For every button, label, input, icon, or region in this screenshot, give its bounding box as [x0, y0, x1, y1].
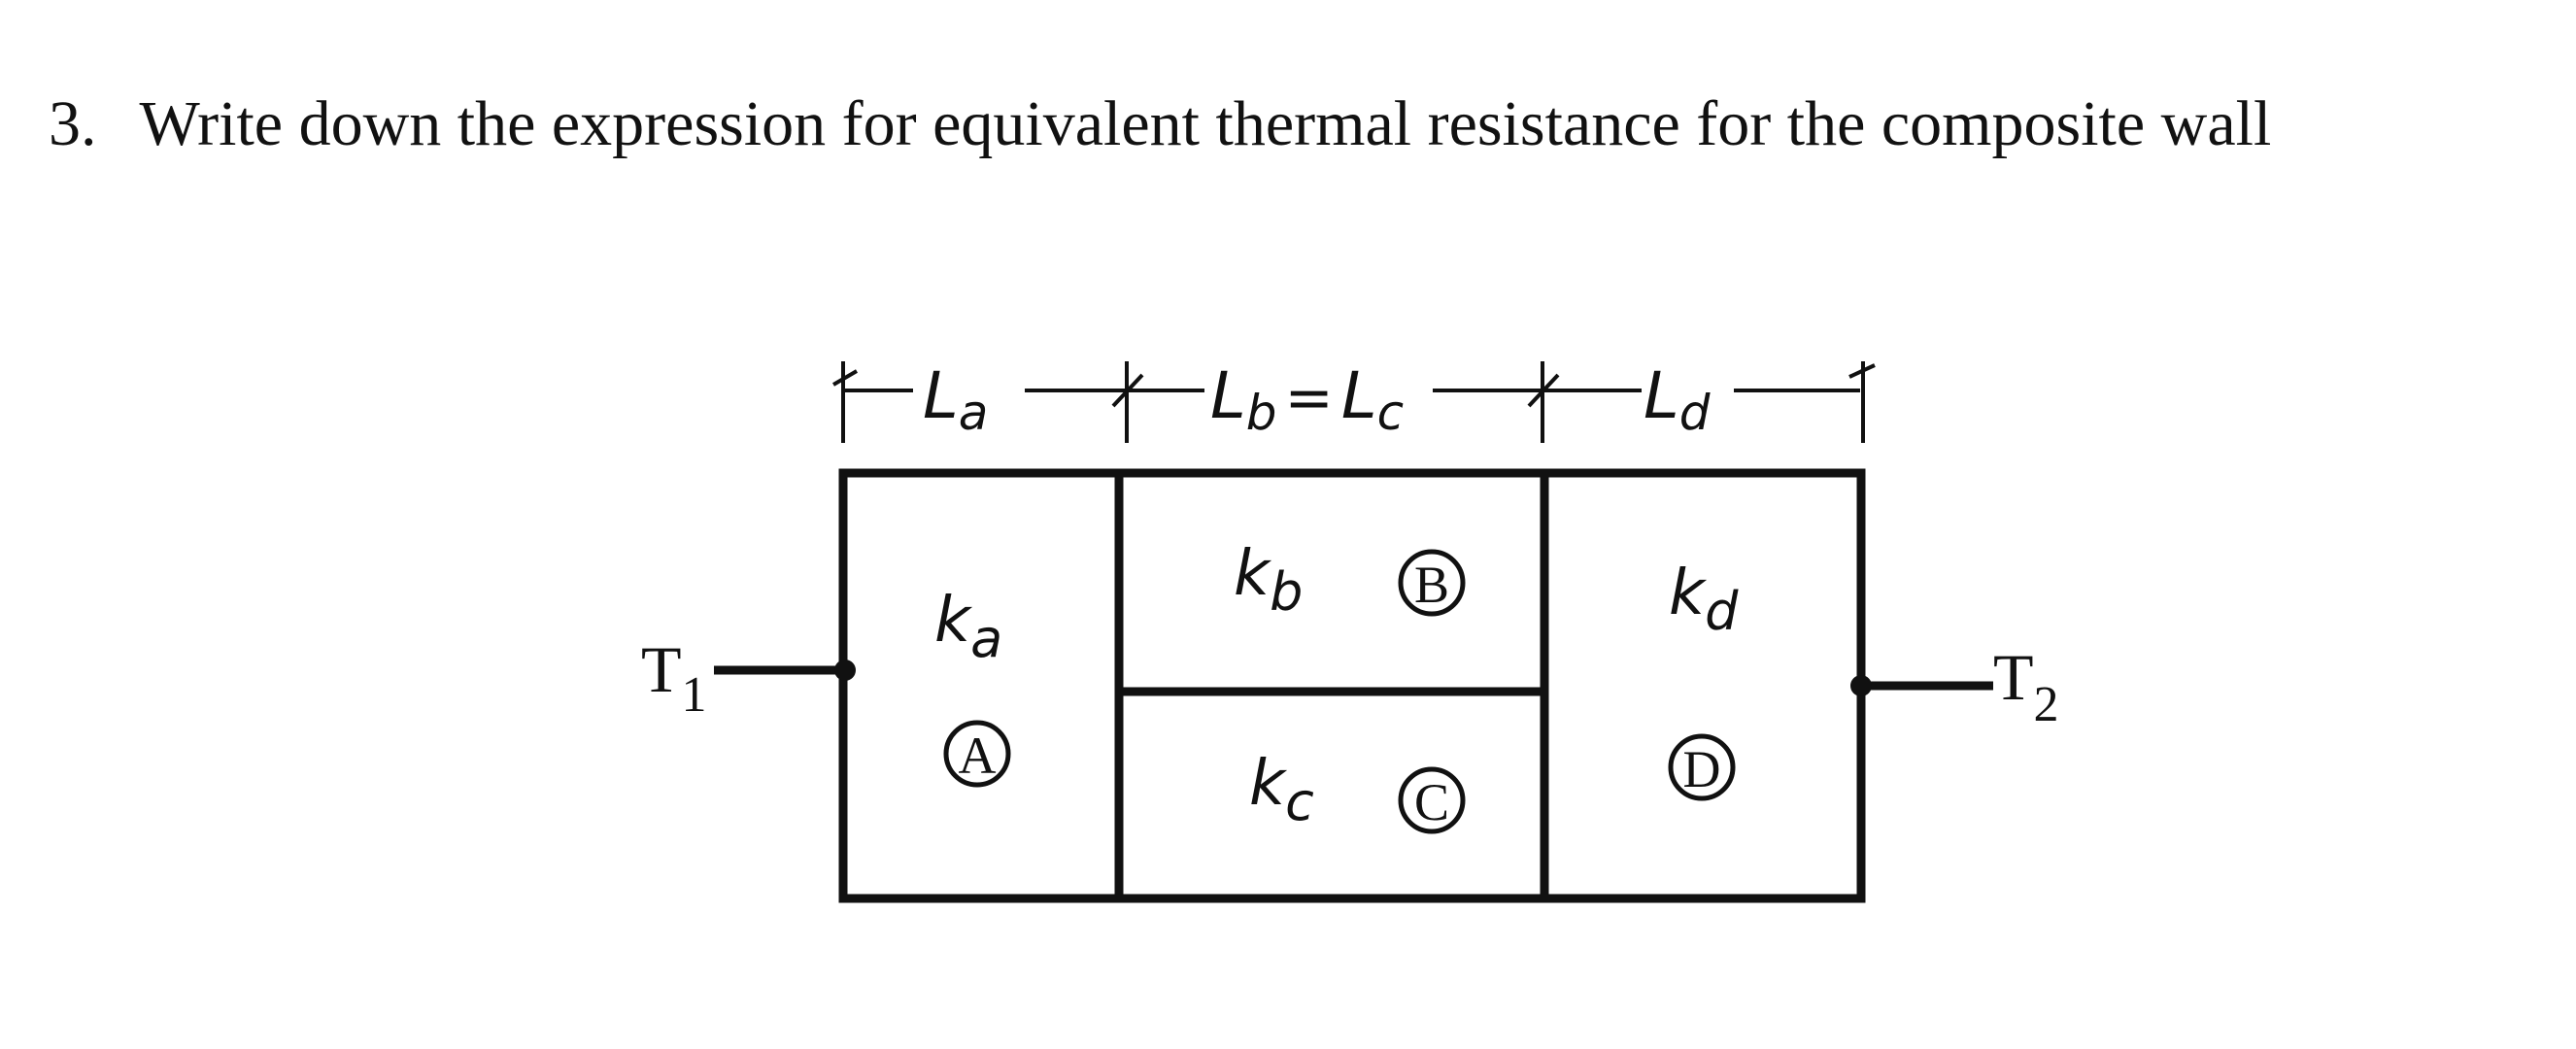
question-text: Write down the expression for equivalent… [139, 88, 2272, 159]
layer-tag-circle-D [1668, 733, 1736, 801]
question-line: 3. Write down the expression for equivale… [49, 85, 2271, 163]
dimension-tick-left [831, 361, 859, 443]
dimension-line [831, 361, 1876, 443]
conductivity-label-ka: ka [934, 585, 1002, 669]
layer-B: kb B [1234, 538, 1466, 623]
layer-tag-circle-A [943, 720, 1011, 788]
layer-tag-B: B [1414, 556, 1449, 614]
layer-tag-circle-C [1398, 766, 1466, 834]
layer-tag-C: C [1414, 773, 1449, 831]
dimension-tick-right [1848, 361, 1876, 443]
layer-C: kc C [1249, 748, 1466, 834]
layer-tag-circle-B [1398, 549, 1466, 617]
dimension-label-Lb-equals-Lc: Lb=Lc [1210, 358, 1404, 441]
layer-tag-D: D [1683, 740, 1721, 798]
question-number: 3. [49, 88, 97, 159]
layer-A: ka A [934, 585, 1011, 788]
temperature-label-T1: T1 [641, 632, 707, 723]
layer-tag-A: A [959, 727, 997, 785]
lead-left [714, 660, 856, 681]
wall-structure [838, 468, 1866, 903]
conductivity-label-kb: kb [1234, 538, 1303, 623]
dimension-label-Ld: Ld [1644, 358, 1711, 441]
conductivity-label-kd: kd [1669, 558, 1739, 642]
wall-outline [838, 468, 1866, 903]
conductivity-label-kc: kc [1249, 748, 1314, 832]
dimension-label-La: La [923, 358, 988, 441]
dimension-tick-cd [1527, 361, 1560, 443]
temperature-label-T2: T2 [1993, 640, 2059, 732]
dimension-tick-ab [1111, 361, 1144, 443]
lead-right [1850, 675, 1993, 696]
layer-D: kd D [1668, 558, 1739, 801]
